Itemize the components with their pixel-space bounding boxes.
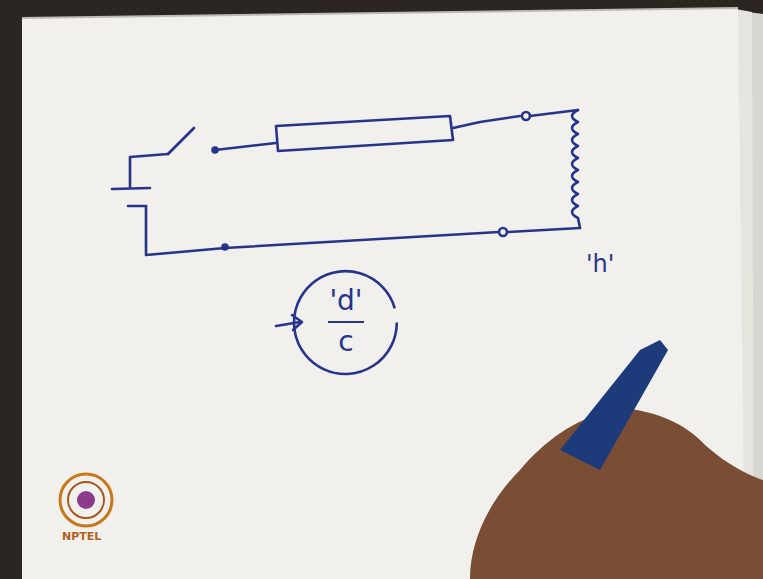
- logo-text: NPTEL: [62, 530, 101, 543]
- circled-note: 'd' c: [292, 268, 401, 377]
- wire: [130, 154, 168, 188]
- marker-pen: [560, 340, 668, 470]
- resistor-symbol: [276, 116, 453, 151]
- inductor-label: 'h': [586, 250, 614, 278]
- wire: [225, 232, 499, 248]
- battery-plate: [128, 205, 146, 208]
- circle-stroke: [294, 271, 397, 374]
- switch-blade: [168, 128, 194, 154]
- wire: [215, 143, 276, 150]
- wire: [453, 116, 520, 128]
- inductor-symbol: [572, 110, 580, 228]
- logo-mark: [60, 474, 112, 526]
- paper-edge: [22, 8, 738, 18]
- note-text: 'd': [325, 286, 366, 317]
- battery-plate: [112, 188, 150, 189]
- fraction-bar: [328, 321, 364, 323]
- note-text: c: [334, 327, 357, 358]
- wire: [508, 228, 580, 232]
- terminal: [223, 245, 228, 250]
- wire: [146, 206, 225, 255]
